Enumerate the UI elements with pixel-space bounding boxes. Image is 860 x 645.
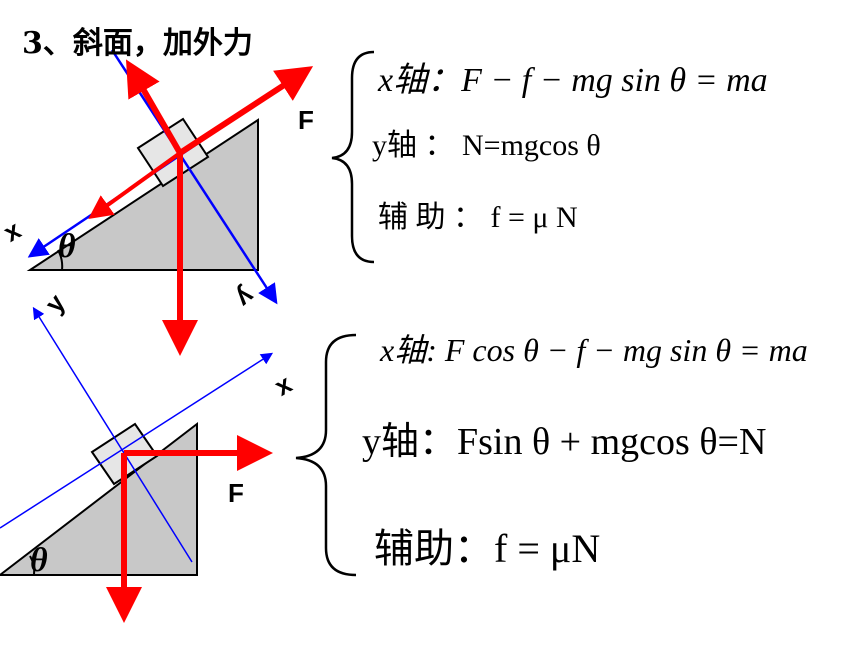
brace-2 (295, 333, 357, 577)
angle-label-2: θ (30, 542, 48, 579)
equation-y-axis-2: y轴：Fsin θ + mgcos θ=N (362, 421, 767, 463)
brace-1 (331, 50, 375, 264)
force-f-1 (178, 66, 314, 156)
angle-arc-2 (29, 555, 36, 576)
angle-label-1: θ (58, 228, 76, 265)
force-f-label-1: F (298, 105, 314, 135)
normal-force-1 (126, 59, 183, 155)
equation-x-axis-1: x轴：F − f − mg sin θ = ma (378, 62, 768, 99)
page-title: 3、斜面，加外力 (22, 26, 253, 61)
angle-arc-1 (57, 249, 64, 271)
y-axis-2 (32, 306, 193, 563)
friction-1 (88, 151, 182, 220)
equation-aux-1: 辅 助 ： f = μ N (378, 201, 578, 234)
x-axis-2 (0, 352, 274, 529)
equation-aux-2: 辅助：f = μN (374, 526, 601, 571)
equation-x-axis-2: x轴: F cos θ − f − mg sin θ = ma (380, 332, 808, 368)
equation-y-axis-1: y轴 ： N=mgcos θ (372, 129, 601, 162)
force-f-label-2: F (228, 478, 244, 508)
